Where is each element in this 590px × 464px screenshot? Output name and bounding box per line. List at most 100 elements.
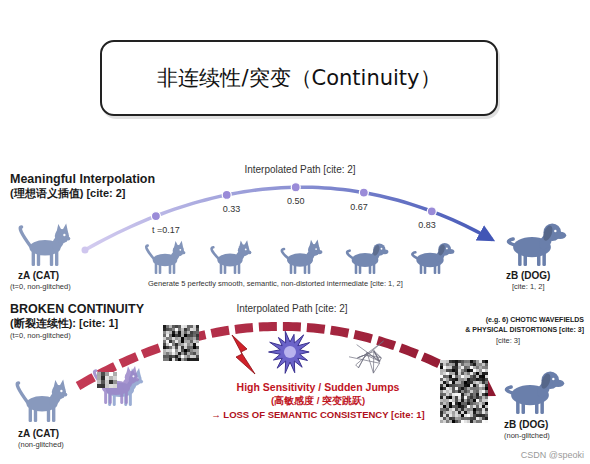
noise-block — [452, 420, 455, 423]
starburst — [269, 331, 310, 373]
noise-block — [452, 399, 455, 402]
noise-block — [452, 384, 455, 387]
noise-patch — [105, 384, 109, 388]
noise-block — [458, 390, 461, 393]
noise-block — [187, 331, 190, 334]
noise-block — [190, 358, 193, 361]
noise-block — [449, 414, 452, 417]
noise-block — [464, 390, 467, 393]
noise-block — [464, 396, 467, 399]
noise-block — [163, 355, 166, 358]
glitch-artifacts — [94, 325, 488, 423]
noise-block — [196, 358, 199, 361]
noise-block — [178, 334, 181, 337]
noise-block — [452, 369, 455, 372]
noise-block — [172, 349, 175, 352]
noise-block — [479, 405, 482, 408]
cat-icon — [139, 380, 143, 384]
noise-block — [440, 405, 443, 408]
noise-block — [479, 369, 482, 372]
noise-block — [449, 420, 452, 423]
noise-block — [482, 360, 485, 363]
path-dot — [82, 247, 89, 254]
noise-block — [482, 390, 485, 393]
wireframe — [373, 351, 374, 373]
noise-block — [172, 340, 175, 343]
noise-block — [470, 363, 473, 366]
cat-icon — [63, 393, 67, 397]
noise-block — [455, 378, 458, 381]
noise-block — [440, 378, 443, 381]
noise-block — [461, 372, 464, 375]
noise-block — [455, 402, 458, 405]
noise-block — [464, 402, 467, 405]
noise-block — [470, 381, 473, 384]
noise-block — [473, 408, 476, 411]
noise-block — [193, 343, 196, 346]
noise-block — [470, 414, 473, 417]
noise-block — [181, 340, 184, 343]
starburst-core — [284, 346, 296, 358]
noise-block — [467, 378, 470, 381]
noise-block — [172, 343, 175, 346]
noise-block — [184, 358, 187, 361]
noise-block — [479, 414, 482, 417]
noise-block — [479, 378, 482, 381]
noise-block — [458, 411, 461, 414]
noise-block — [449, 411, 452, 414]
noise-patch — [113, 376, 117, 380]
noise-block — [482, 378, 485, 381]
noise-block — [455, 381, 458, 384]
noise-block — [482, 411, 485, 414]
noise-block — [485, 390, 488, 393]
wireframe — [365, 341, 383, 355]
noise-block — [476, 378, 479, 381]
noise-block — [440, 372, 443, 375]
noise-block — [485, 360, 488, 363]
noise-block — [452, 360, 455, 363]
noise-block — [163, 325, 199, 361]
noise-patch — [97, 372, 117, 388]
noise-block — [166, 325, 169, 328]
noise-block — [163, 352, 166, 355]
noise-block — [166, 337, 169, 340]
noise-block — [455, 390, 458, 393]
noise-block — [181, 328, 184, 331]
noise-block — [479, 399, 482, 402]
noise-block — [178, 346, 181, 349]
noise-block — [443, 393, 446, 396]
noise-block — [169, 325, 172, 328]
cat-icon — [179, 249, 181, 251]
noise-block — [473, 420, 476, 423]
noise-block — [473, 402, 476, 405]
noise-block — [446, 390, 449, 393]
noise-block — [479, 372, 482, 375]
noise-block — [485, 396, 488, 399]
noise-block — [482, 393, 485, 396]
endpoint-label: zA (CAT) — [18, 428, 59, 440]
noise-block — [473, 378, 476, 381]
noise-block — [169, 328, 172, 331]
noise-block — [187, 334, 190, 337]
noise-block — [458, 378, 461, 381]
dog-icon — [381, 250, 388, 255]
noise-block — [443, 399, 446, 402]
noise-block — [196, 331, 199, 334]
noise-block — [181, 352, 184, 355]
noise-block — [482, 372, 485, 375]
noise-block — [172, 352, 175, 355]
endpoint-note: (t=0, non-glitched) — [10, 283, 71, 292]
noise-block — [473, 381, 476, 384]
noise-block — [181, 334, 184, 337]
dog-icon — [446, 249, 454, 254]
path-dot — [151, 212, 160, 221]
noise-block — [178, 343, 181, 346]
noise-block — [482, 384, 485, 387]
noise-block — [482, 405, 485, 408]
cat-icon — [212, 247, 219, 259]
noise-block — [473, 399, 476, 402]
noise-block — [464, 378, 467, 381]
noise-block — [193, 358, 196, 361]
noise-block — [187, 358, 190, 361]
noise-block — [479, 420, 482, 423]
